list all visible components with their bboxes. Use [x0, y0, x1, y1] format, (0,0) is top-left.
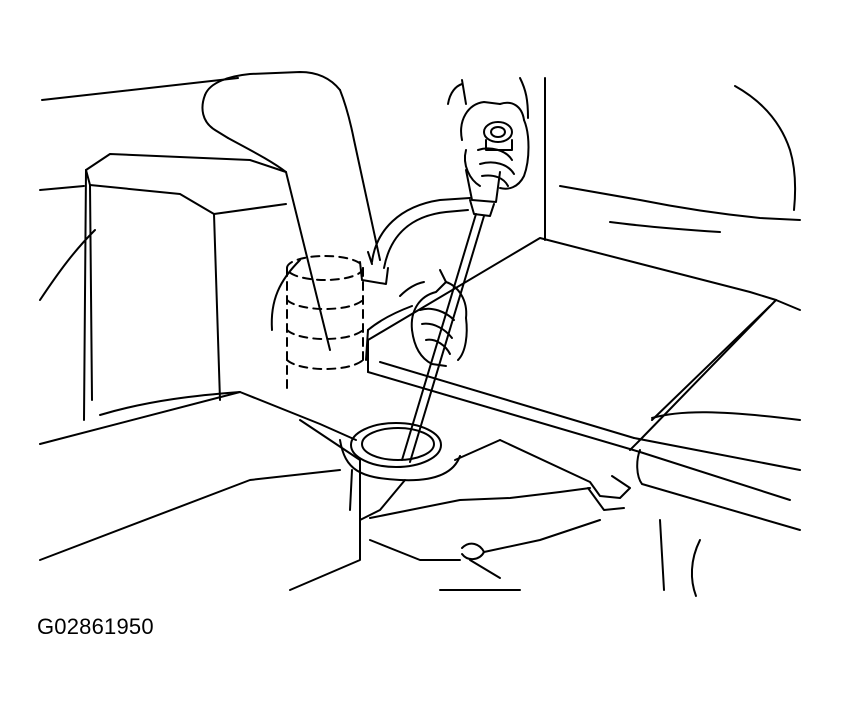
breather-hose [360, 198, 470, 284]
dipstick [402, 170, 500, 462]
upper-hand [448, 84, 529, 189]
figure-code: G02861950 [37, 614, 154, 639]
engine-component-box [84, 154, 286, 420]
engine-bay-background [40, 78, 800, 330]
dashed-reservoir [287, 256, 363, 390]
lower-hand [366, 270, 467, 366]
engine-cover [368, 238, 800, 530]
air-intake-duct [202, 72, 380, 350]
lower-engine-block [40, 392, 700, 596]
dipstick-check-illustration [0, 0, 843, 600]
oil-filler-opening [340, 423, 500, 520]
